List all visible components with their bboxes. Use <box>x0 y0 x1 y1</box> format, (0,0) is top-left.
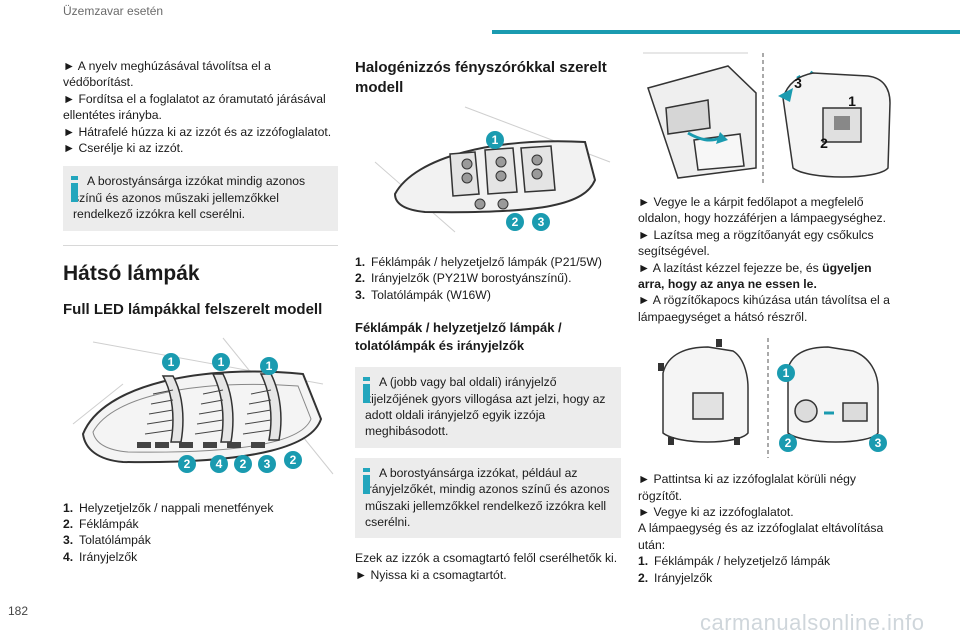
callout-group <box>162 352 302 473</box>
text-replace-from-boot: Ezek az izzók a csomagtartó felől cserél… <box>355 551 618 566</box>
full-led-lamp-drawing: 1 1 1 2 4 2 3 2 <box>72 337 334 474</box>
legend-full-led: 1.Helyzetjelzők / nappali menetfények 2.… <box>63 500 338 566</box>
info-note-amber: A borostyánsárga izzókat, például az irá… <box>355 457 621 539</box>
list-item: 1.Féklámpák / helyzetjelző lámpák (P21/5… <box>355 255 602 269</box>
callout-label: 2 <box>785 436 792 450</box>
info-note-text: A (jobb vagy bal oldali) irányjelző kije… <box>365 375 606 439</box>
info-note-amber: A borostyánsárga izzókat mindig azonos s… <box>63 166 338 231</box>
callout-label: 1 <box>218 355 225 369</box>
step-open-boot: ► Nyissa ki a csomagtartót. <box>355 567 507 582</box>
step-loosen-nut: ► Lazítsa meg a rögzítőanyát egy csőkulc… <box>638 227 874 259</box>
subsection-title-halogen: Halogénizzós fényszórókkal szerelt model… <box>355 59 607 96</box>
figure-trim-removal: 3 1 2 <box>638 48 898 188</box>
info-icon <box>363 467 370 494</box>
figure-halogen-lamp: 1 2 3 <box>355 102 621 242</box>
step-finish-by-hand: ► A lazítást kézzel fejezze be, és ügyel… <box>638 260 872 292</box>
header-accent-bar <box>492 30 960 34</box>
callout-label: 3 <box>794 75 802 91</box>
text-after-removal: A lámpaegység és az izzófoglalat eltávol… <box>638 521 884 552</box>
callout-label: 1 <box>266 359 273 373</box>
section-title-rear-lamps: Hátsó lámpák <box>63 261 200 285</box>
callout-label: 2 <box>512 215 519 229</box>
column-right: 3 1 2 ► Vegye le a kárpit fedőlapot a me… <box>638 48 898 586</box>
callout-label: 2 <box>184 457 191 471</box>
list-item: 3.Tolatólámpák (W16W) <box>355 287 491 302</box>
bulb-holder-drawing: 1 2 3 <box>658 338 887 459</box>
column-left: ► A nyelv meghúzásával távolítsa el a vé… <box>63 58 338 565</box>
page-number: 182 <box>8 604 29 618</box>
trim-removal-drawing: 3 1 2 <box>643 52 891 183</box>
legend-bulb-holder: 1.Féklámpák / helyzetjelző lámpák 2.Irán… <box>638 553 898 586</box>
callout-label: 2 <box>290 453 297 467</box>
step-remove-lamp-unit: ► A rögzítőkapocs kihúzása után távolíts… <box>638 293 890 324</box>
info-note-text: A borostyánsárga izzókat, például az irá… <box>365 465 610 530</box>
list-item: 3.Tolatólámpák <box>63 533 151 548</box>
info-note-indicator: A (jobb vagy bal oldali) irányjelző kije… <box>355 367 621 448</box>
step-remove-holder: ► Vegye ki az izzófoglalatot. <box>638 505 794 520</box>
step-remove-trim: ► Vegye le a kárpit fedőlapot a megfelel… <box>638 195 886 226</box>
info-icon <box>363 377 370 404</box>
subsection-title-brake-lamps: Féklámpák / helyzetjelző lámpák / tolató… <box>355 320 562 354</box>
step-unclip-fixings: ► Pattintsa ki az izzófoglalat körüli né… <box>638 472 857 503</box>
step-pull-bulb: ► Hátrafelé húzza ki az izzót és az izzó… <box>63 124 332 139</box>
list-item: 1.Helyzetjelzők / nappali menetfények <box>63 500 274 515</box>
list-item: 2.Irányjelzők <box>638 570 713 585</box>
callout-label: 1 <box>168 355 175 369</box>
list-item: 4.Irányjelzők <box>63 549 138 564</box>
callout-label: 3 <box>264 457 271 471</box>
callout-label: 3 <box>875 436 882 450</box>
header-title: Üzemzavar esetén <box>63 4 164 18</box>
info-icon <box>71 176 78 203</box>
list-item: 2.Féklámpák <box>63 517 139 532</box>
callout-label: 2 <box>820 135 828 151</box>
step-turn-socket: ► Fordítsa el a foglalatot az óramutató … <box>63 91 326 123</box>
figure-full-led-lamp: 1 1 1 2 4 2 3 2 <box>63 324 338 494</box>
callout-label: 1 <box>783 366 790 380</box>
callout-label: 2 <box>240 457 247 471</box>
step-replace-bulb: ► Cserélje ki az izzót. <box>63 141 184 156</box>
figure-bulb-holder: 1 2 3 <box>638 333 898 463</box>
callout-label: 4 <box>216 457 223 471</box>
callout-label: 3 <box>538 215 545 229</box>
callout-label: 1 <box>848 93 856 109</box>
halogen-lamp-drawing: 1 2 3 <box>374 106 611 233</box>
divider <box>63 244 338 246</box>
list-item: 2.Irányjelzők (PY21W borostyánszínű). <box>355 271 572 286</box>
watermark: carmanualsonline.info <box>700 610 925 635</box>
legend-halogen: 1.Féklámpák / helyzetjelző lámpák (P21/5… <box>355 254 621 303</box>
list-item: 1.Féklámpák / helyzetjelző lámpák <box>638 554 831 569</box>
info-note-text: A borostyánsárga izzókat mindig azonos s… <box>73 174 306 222</box>
step-remove-cover: ► A nyelv meghúzásával távolítsa el a vé… <box>63 59 271 90</box>
column-middle: Halogénizzós fényszórókkal szerelt model… <box>355 58 621 583</box>
subsection-title-full-led: Full LED lámpákkal felszerelt modell <box>63 300 323 318</box>
callout-label: 1 <box>492 133 499 147</box>
